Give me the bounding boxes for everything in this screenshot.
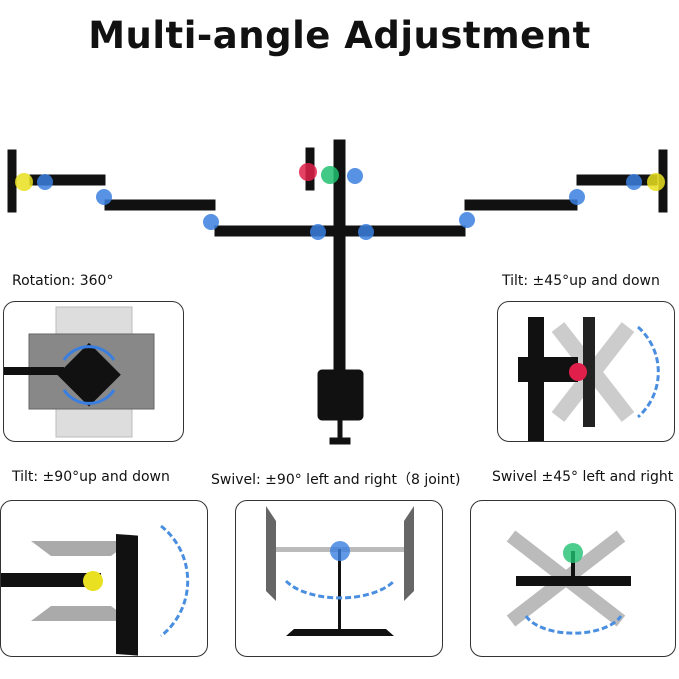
- label-tilt-45: Tilt: ±45°up and down: [502, 273, 660, 289]
- page-title: Multi-angle Adjustment: [88, 14, 591, 57]
- rotation-panel: [3, 301, 184, 442]
- label-tilt-90: Tilt: ±90°up and down: [12, 469, 170, 485]
- label-swivel-45: Swivel ±45° left and right: [492, 469, 674, 485]
- swivel-90-illustration: [266, 506, 414, 636]
- swivel-45-panel: [470, 500, 676, 657]
- tilt-90-panel: [0, 500, 208, 657]
- label-rotation: Rotation: 360°: [12, 273, 114, 289]
- tilt-45-illustration: [518, 317, 660, 441]
- label-swivel-90: Swivel: ±90° left and right（8 joint): [211, 472, 461, 488]
- rotation-illustration: [4, 306, 155, 438]
- swivel-45-illustration: [506, 530, 631, 635]
- swivel-90-panel: [235, 500, 443, 657]
- tilt-90-illustration: [1, 524, 190, 656]
- tilt-45-panel: [497, 301, 675, 442]
